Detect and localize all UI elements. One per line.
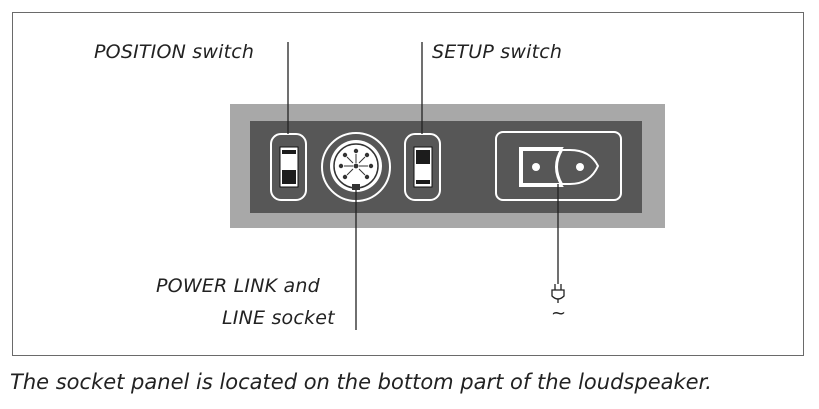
setup-switch-label: SETUP switch xyxy=(432,41,563,63)
power-link-label-line2: LINE socket xyxy=(222,307,335,329)
mains-tilde-symbol: ~ xyxy=(551,303,567,324)
position-switch-label: POSITION switch xyxy=(94,41,255,63)
mains-plug-icon xyxy=(551,284,565,303)
diagram-frame xyxy=(12,12,804,356)
power-link-label-line1: POWER LINK and xyxy=(156,275,320,297)
caption: The socket panel is located on the botto… xyxy=(10,370,712,394)
position-switch xyxy=(270,133,307,201)
power-link-socket xyxy=(321,132,391,202)
